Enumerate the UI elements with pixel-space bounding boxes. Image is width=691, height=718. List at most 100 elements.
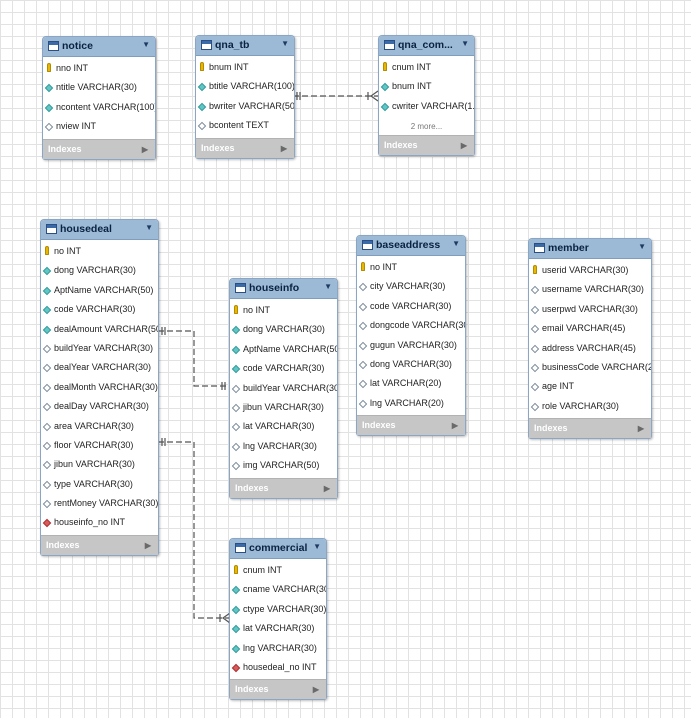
entity-header[interactable]: commercial ▼	[230, 539, 326, 559]
field-row[interactable]: gugun VARCHAR(30)	[357, 336, 465, 355]
indexes-section[interactable]: Indexes ▶	[196, 137, 294, 158]
expand-arrow-icon[interactable]: ▶	[460, 141, 467, 151]
nullable-column-icon	[197, 121, 207, 131]
entity-header[interactable]: houseinfo ▼	[230, 279, 337, 299]
indexes-section[interactable]: Indexes ▶	[529, 418, 651, 439]
field-row[interactable]: userid VARCHAR(30)	[529, 261, 651, 280]
field-row[interactable]: code VARCHAR(30)	[357, 297, 465, 316]
field-row[interactable]: type VARCHAR(30)	[41, 475, 158, 494]
expand-arrow-icon[interactable]: ▶	[312, 685, 319, 695]
field-row[interactable]: lat VARCHAR(30)	[230, 417, 337, 436]
field-row[interactable]: dealMonth VARCHAR(30)	[41, 378, 158, 397]
field-row[interactable]: jibun VARCHAR(30)	[230, 398, 337, 417]
field-row[interactable]: lat VARCHAR(30)	[230, 619, 326, 638]
indexes-section[interactable]: Indexes ▶	[41, 534, 158, 555]
field-row[interactable]: ncontent VARCHAR(100)	[43, 98, 155, 117]
field-row[interactable]: cname VARCHAR(30)	[230, 580, 326, 599]
field-row[interactable]: buildYear VARCHAR(30)	[230, 379, 337, 398]
field-row[interactable]: lat VARCHAR(20)	[357, 374, 465, 393]
field-row[interactable]: no INT	[357, 258, 465, 277]
entity-header[interactable]: housedeal ▼	[41, 220, 158, 240]
field-row[interactable]: bnum INT	[196, 58, 294, 77]
entity-member[interactable]: member ▼ userid VARCHAR(30)username VARC…	[528, 238, 652, 440]
field-row[interactable]: cnum INT	[379, 58, 474, 77]
indexes-section[interactable]: Indexes ▶	[43, 138, 155, 159]
field-row[interactable]: btitle VARCHAR(100)	[196, 77, 294, 96]
field-row[interactable]: userpwd VARCHAR(30)	[529, 300, 651, 319]
expand-arrow-icon[interactable]: ▶	[637, 424, 644, 434]
indexes-section[interactable]: Indexes ▶	[230, 679, 326, 700]
field-row[interactable]: dong VARCHAR(30)	[230, 320, 337, 339]
field-row[interactable]: email VARCHAR(45)	[529, 319, 651, 338]
entity-header[interactable]: qna_tb ▼	[196, 36, 294, 56]
field-row[interactable]: houseinfo_no INT	[41, 513, 158, 532]
field-row[interactable]: code VARCHAR(30)	[41, 300, 158, 319]
field-row[interactable]: dealAmount VARCHAR(50)	[41, 320, 158, 339]
field-row[interactable]: username VARCHAR(30)	[529, 280, 651, 299]
field-row[interactable]: bwriter VARCHAR(50)	[196, 97, 294, 116]
entity-header[interactable]: qna_com... ▼	[379, 36, 474, 56]
expand-arrow-icon[interactable]: ▶	[280, 143, 287, 153]
dropdown-arrow-icon[interactable]: ▼	[313, 542, 321, 551]
field-row[interactable]: jibun VARCHAR(30)	[41, 455, 158, 474]
field-row[interactable]: bnum INT	[379, 77, 474, 96]
field-row[interactable]: area VARCHAR(30)	[41, 417, 158, 436]
field-row[interactable]: city VARCHAR(30)	[357, 277, 465, 296]
field-row[interactable]: dongcode VARCHAR(30)	[357, 316, 465, 335]
field-row[interactable]: nno INT	[43, 59, 155, 78]
field-row[interactable]: lng VARCHAR(30)	[230, 437, 337, 456]
more-fields-label[interactable]: 2 more...	[410, 122, 443, 132]
field-row[interactable]: cwriter VARCHAR(1...	[379, 97, 474, 116]
dropdown-arrow-icon[interactable]: ▼	[461, 39, 469, 48]
field-row[interactable]: bcontent TEXT	[196, 116, 294, 135]
dropdown-arrow-icon[interactable]: ▼	[281, 39, 289, 48]
field-row[interactable]: no INT	[230, 301, 337, 320]
field-row[interactable]: AptName VARCHAR(50)	[230, 340, 337, 359]
field-row[interactable]: dong VARCHAR(30)	[357, 355, 465, 374]
field-row[interactable]: img VARCHAR(50)	[230, 456, 337, 475]
expand-arrow-icon[interactable]: ▶	[141, 144, 148, 154]
indexes-section[interactable]: Indexes ▶	[379, 135, 474, 156]
expand-arrow-icon[interactable]: ▶	[451, 421, 458, 431]
field-row[interactable]: lng VARCHAR(30)	[230, 639, 326, 658]
dropdown-arrow-icon[interactable]: ▼	[638, 242, 646, 251]
field-row[interactable]: lng VARCHAR(20)	[357, 394, 465, 413]
field-row[interactable]: no INT	[41, 242, 158, 261]
expand-arrow-icon[interactable]: ▶	[323, 483, 330, 493]
entity-header[interactable]: notice ▼	[43, 37, 155, 57]
dropdown-arrow-icon[interactable]: ▼	[142, 40, 150, 49]
field-row[interactable]: dong VARCHAR(30)	[41, 261, 158, 280]
indexes-section[interactable]: Indexes ▶	[230, 477, 337, 498]
dropdown-arrow-icon[interactable]: ▼	[145, 223, 153, 232]
field-row[interactable]: nview INT	[43, 117, 155, 136]
field-row[interactable]: AptName VARCHAR(50)	[41, 281, 158, 300]
field-row[interactable]: role VARCHAR(30)	[529, 397, 651, 416]
field-row[interactable]: dealDay VARCHAR(30)	[41, 397, 158, 416]
field-row[interactable]: businessCode VARCHAR(20)	[529, 358, 651, 377]
field-row[interactable]: address VARCHAR(45)	[529, 339, 651, 358]
field-row[interactable]: ctype VARCHAR(30)	[230, 600, 326, 619]
field-row[interactable]: housedeal_no INT	[230, 658, 326, 677]
field-row[interactable]: code VARCHAR(30)	[230, 359, 337, 378]
indexes-section[interactable]: Indexes ▶	[357, 415, 465, 436]
entity-header[interactable]: baseaddress ▼	[357, 236, 465, 256]
entity-header[interactable]: member ▼	[529, 239, 651, 259]
dropdown-arrow-icon[interactable]: ▼	[324, 282, 332, 291]
field-row[interactable]: cnum INT	[230, 561, 326, 580]
field-row[interactable]: dealYear VARCHAR(30)	[41, 358, 158, 377]
field-row[interactable]: floor VARCHAR(30)	[41, 436, 158, 455]
expand-arrow-icon[interactable]: ▶	[144, 540, 151, 550]
field-row[interactable]: age INT	[529, 377, 651, 396]
field-row[interactable]: rentMoney VARCHAR(30)	[41, 494, 158, 513]
field-row[interactable]: ntitle VARCHAR(30)	[43, 78, 155, 97]
nullable-column-icon	[358, 283, 368, 292]
dropdown-arrow-icon[interactable]: ▼	[452, 239, 460, 248]
field-row[interactable]: buildYear VARCHAR(30)	[41, 339, 158, 358]
